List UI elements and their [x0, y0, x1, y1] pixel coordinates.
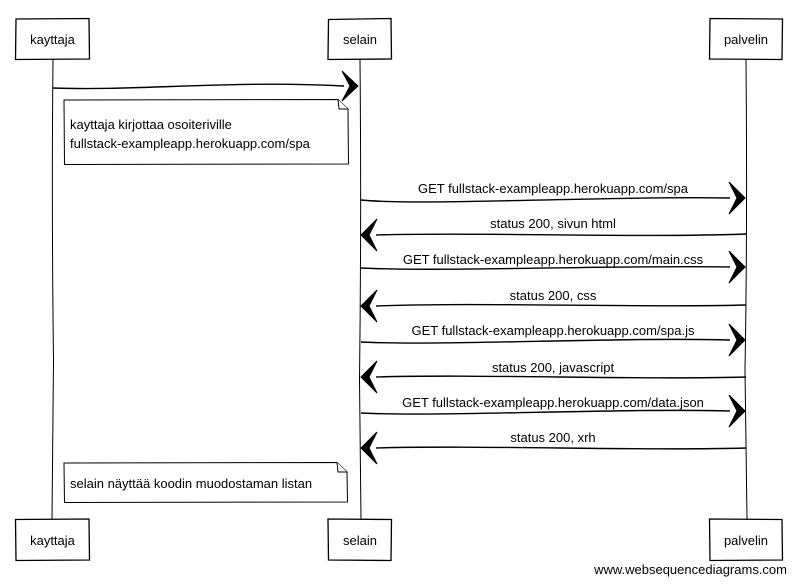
- actor-selain-bottom: selain: [327, 518, 393, 562]
- message-3-label: status 200, sivun html: [490, 216, 616, 231]
- actor-kayttaja-top: kayttaja: [14, 17, 91, 61]
- message-4: GET fullstack-exampleapp.herokuapp.com/m…: [360, 250, 746, 284]
- message-5-arrowhead: [360, 289, 378, 323]
- message-9-arrowhead: [360, 431, 378, 465]
- message-8: GET fullstack-exampleapp.herokuapp.com/d…: [360, 394, 746, 428]
- actor-palvelin-bottom: palvelin: [708, 518, 784, 562]
- message-7-arrowhead: [360, 360, 378, 394]
- message-4-arrowhead: [728, 250, 746, 284]
- message-2-arrowhead: [728, 181, 746, 215]
- actor-kayttaja-bottom: kayttaja: [14, 518, 91, 562]
- lifeline-palvelin: [744, 58, 748, 520]
- message-5-label: status 200, css: [510, 288, 597, 303]
- note-10: selain näyttää koodin muodostaman listan: [63, 461, 349, 504]
- actor-palvelin-top-label: palvelin: [724, 32, 768, 47]
- message-9: status 200, xrh: [360, 430, 747, 465]
- actor-palvelin-top: palvelin: [708, 17, 784, 61]
- message-3-arrowhead: [360, 218, 378, 252]
- message-7-label: status 200, javascript: [492, 360, 615, 375]
- message-4-label: GET fullstack-exampleapp.herokuapp.com/m…: [403, 252, 704, 267]
- message-5: status 200, css: [360, 288, 747, 323]
- lifeline-selain: [358, 58, 362, 520]
- message-8-label: GET fullstack-exampleapp.herokuapp.com/d…: [402, 395, 704, 410]
- message-9-label: status 200, xrh: [510, 430, 595, 445]
- actor-selain-top-label: selain: [343, 32, 377, 47]
- message-3: status 200, sivun html: [360, 216, 747, 252]
- note-1-line-2: fullstack-exampleapp.herokuapp.com/spa: [70, 136, 311, 151]
- message-6: GET fullstack-exampleapp.herokuapp.com/s…: [360, 323, 746, 357]
- message-6-arrowhead: [728, 323, 746, 357]
- actor-selain-bottom-label: selain: [343, 533, 377, 548]
- note-1-line-1: kayttaja kirjottaa osoiteriville: [70, 117, 232, 132]
- actor-selain-top: selain: [327, 17, 393, 61]
- message-8-arrowhead: [728, 394, 746, 428]
- message-2: GET fullstack-exampleapp.herokuapp.com/s…: [360, 181, 746, 215]
- actor-kayttaja-bottom-label: kayttaja: [30, 533, 76, 548]
- actor-palvelin-bottom-label: palvelin: [724, 533, 768, 548]
- message-7: status 200, javascript: [360, 360, 747, 394]
- message-6-label: GET fullstack-exampleapp.herokuapp.com/s…: [411, 323, 695, 338]
- message-0-arrowhead: [341, 70, 359, 102]
- watermark: www.websequencediagrams.com: [593, 562, 787, 577]
- message-0: [52, 70, 359, 102]
- actor-kayttaja-top-label: kayttaja: [30, 32, 76, 47]
- message-2-label: GET fullstack-exampleapp.herokuapp.com/s…: [418, 181, 689, 196]
- note-10-line-1: selain näyttää koodin muodostaman listan: [70, 476, 312, 491]
- note-1: kayttaja kirjottaa osoiteriville fullsta…: [63, 98, 350, 166]
- lifeline-kayttaja: [51, 58, 55, 520]
